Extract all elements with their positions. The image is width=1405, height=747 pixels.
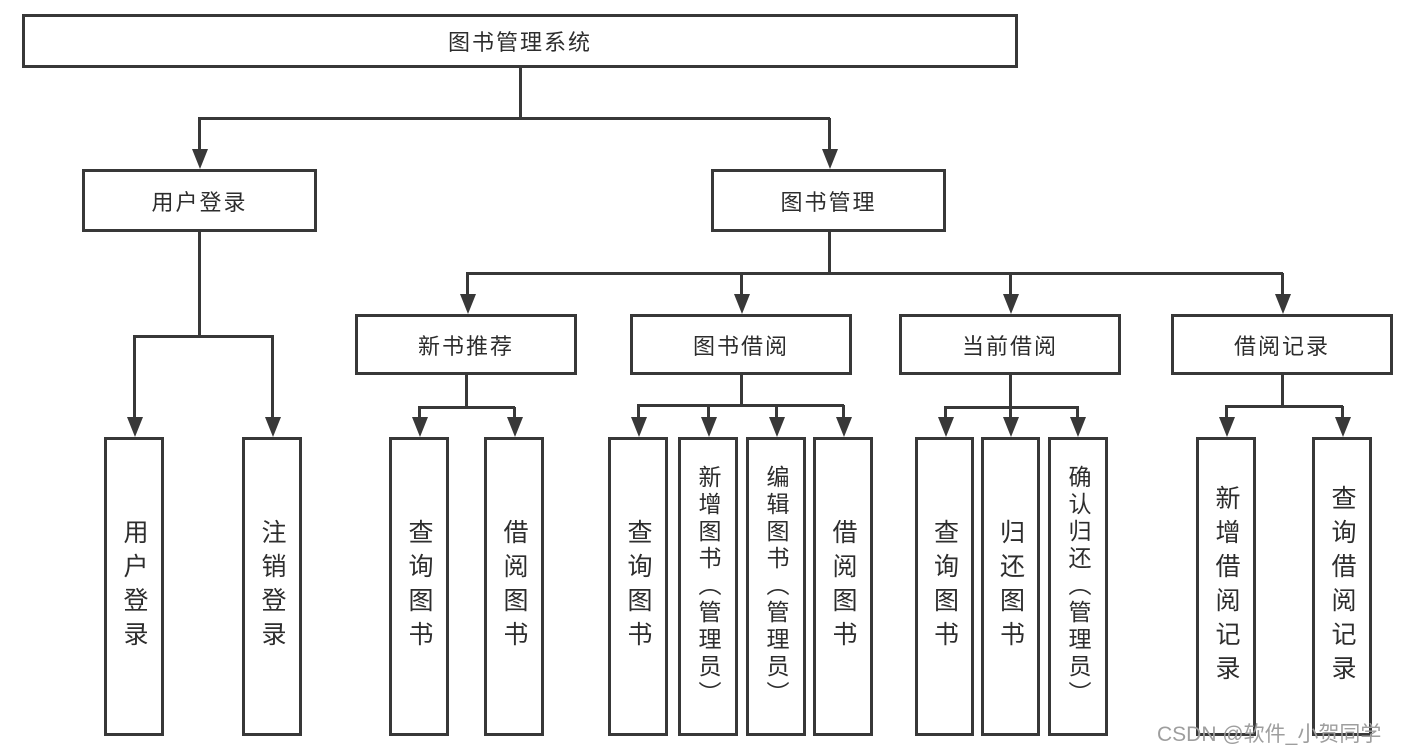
connector-borrow-records-stem xyxy=(1281,375,1284,406)
leaf-user-login: 用户登录 xyxy=(104,437,164,736)
node-new-book-recommend: 新书推荐 xyxy=(355,314,577,375)
arrow-to-confirm-return-admin-icon xyxy=(1070,407,1086,437)
connector-user-login-rail xyxy=(133,335,274,338)
arrow-to-query-books-2-icon xyxy=(631,405,647,437)
arrow-to-query-books-3-icon xyxy=(938,407,954,437)
arrow-to-return-book-icon xyxy=(1003,407,1019,437)
csdn-watermark: CSDN @软件_小贺同学 xyxy=(1157,723,1382,746)
leaf-add-borrow-record: 新增借阅记录 xyxy=(1196,437,1256,736)
node-root: 图书管理系统 xyxy=(22,14,1018,68)
leaf-query-books-1: 查询图书 xyxy=(389,437,449,736)
node-borrow-records: 借阅记录 xyxy=(1171,314,1393,375)
arrow-to-user-login-icon xyxy=(192,118,208,169)
arrow-to-borrow-books-2-icon xyxy=(836,405,852,437)
arrow-to-leaf-logout-icon xyxy=(265,336,281,437)
leaf-query-books-2: 查询图书 xyxy=(608,437,668,736)
node-book-management: 图书管理 xyxy=(711,169,946,232)
leaf-borrow-books-2: 借阅图书 xyxy=(813,437,873,736)
arrow-to-edit-book-admin-icon xyxy=(769,405,785,437)
connector-root-stem xyxy=(519,68,522,118)
arrow-to-current-borrow-icon xyxy=(1003,273,1019,314)
connector-root-rail xyxy=(198,117,830,120)
arrow-to-add-borrow-record-icon xyxy=(1219,406,1235,437)
arrow-to-book-management-icon xyxy=(822,118,838,169)
arrow-to-leaf-user-login-icon xyxy=(127,336,143,437)
connector-book-management-rail xyxy=(466,272,1283,275)
arrow-to-borrow-books-1-icon xyxy=(507,407,523,437)
arrow-to-borrow-records-icon xyxy=(1275,273,1291,314)
leaf-confirm-return-admin: 确认归还（管理员） xyxy=(1048,437,1108,736)
connector-book-management-stem xyxy=(828,232,831,273)
connector-user-login-stem xyxy=(198,232,201,336)
node-current-borrow: 当前借阅 xyxy=(899,314,1121,375)
leaf-query-borrow-record: 查询借阅记录 xyxy=(1312,437,1372,736)
connector-book-borrow-rail xyxy=(637,404,844,407)
arrow-to-book-borrow-icon xyxy=(734,273,750,314)
connector-new-book-recommend-rail xyxy=(418,406,515,409)
arrow-to-add-book-admin-icon xyxy=(701,405,717,437)
node-book-borrow: 图书借阅 xyxy=(630,314,852,375)
connector-current-borrow-stem xyxy=(1009,375,1012,407)
leaf-query-books-3: 查询图书 xyxy=(915,437,974,736)
leaf-add-book-admin: 新增图书（管理员） xyxy=(678,437,738,736)
connector-book-borrow-stem xyxy=(740,375,743,405)
leaf-logout: 注销登录 xyxy=(242,437,302,736)
connector-new-book-recommend-stem xyxy=(465,375,468,407)
arrow-to-query-borrow-record-icon xyxy=(1335,406,1351,437)
node-user-login: 用户登录 xyxy=(82,169,317,232)
leaf-return-book: 归还图书 xyxy=(981,437,1040,736)
arrow-to-query-books-1-icon xyxy=(412,407,428,437)
connector-borrow-records-rail xyxy=(1225,405,1343,408)
arrow-to-new-book-recommend-icon xyxy=(460,273,476,314)
leaf-borrow-books-1: 借阅图书 xyxy=(484,437,544,736)
leaf-edit-book-admin: 编辑图书（管理员） xyxy=(746,437,806,736)
